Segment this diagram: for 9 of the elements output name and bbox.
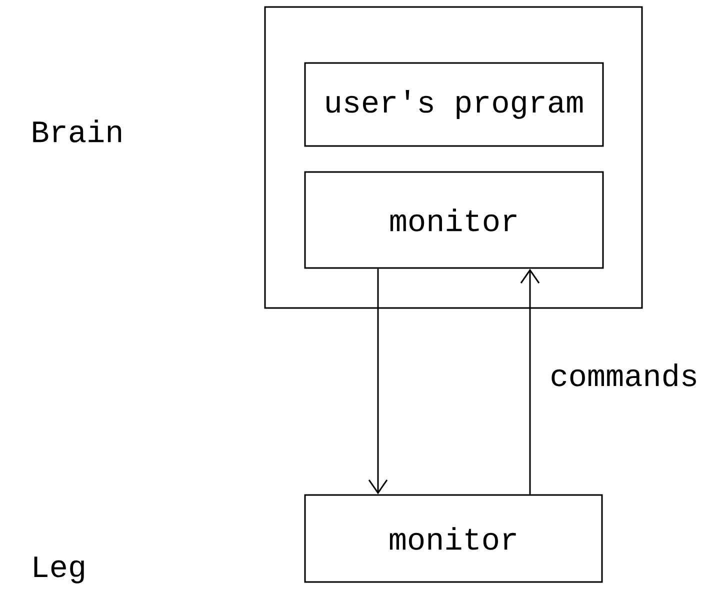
outer-box (264, 6, 643, 309)
side-label: Leg (34, 556, 84, 584)
side-label: Brain (33, 120, 122, 142)
process-box: monitor (304, 494, 603, 583)
process-box: user's program (304, 62, 604, 147)
arrow (368, 268, 388, 494)
arrow (520, 268, 540, 494)
process-box: monitor (304, 171, 604, 269)
edge-label: commands (548, 362, 700, 388)
